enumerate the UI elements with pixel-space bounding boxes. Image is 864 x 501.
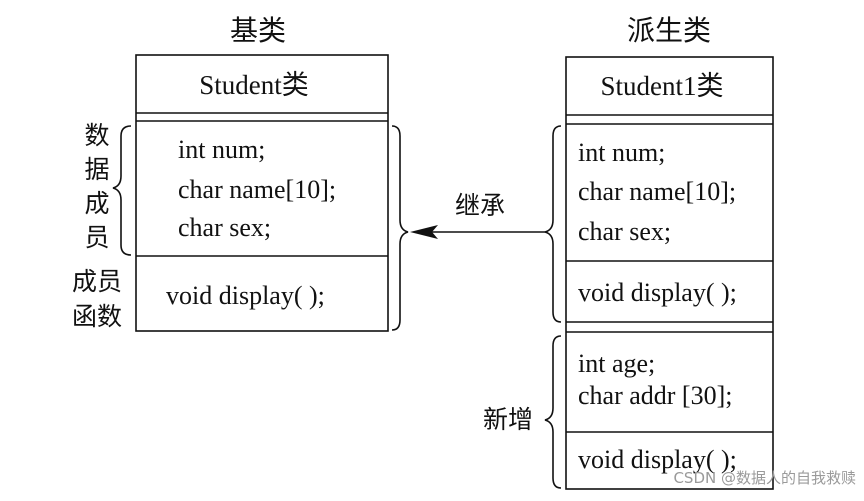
- derived-class-box: [565, 56, 774, 490]
- derived-function-1: void display( );: [578, 278, 737, 307]
- base-class-name: Student类: [199, 70, 309, 100]
- base-function-1: void display( );: [166, 281, 325, 310]
- data-members-label-char-2: 据: [84, 155, 109, 184]
- derived-added-member-1: int age;: [578, 349, 655, 378]
- data-members-label-char-1: 数: [84, 121, 109, 150]
- added-brace: [544, 335, 562, 489]
- derived-member-2: char name[10];: [578, 177, 736, 206]
- derived-added-function-1: void display( );: [578, 445, 737, 474]
- derived-heading: 派生类: [627, 14, 711, 47]
- added-label: 新增: [483, 405, 533, 434]
- inherited-brace: [544, 125, 562, 323]
- data-members-label-char-3: 成: [84, 189, 109, 218]
- member-functions-label-line-1: 成员: [72, 267, 122, 296]
- derived-class-name: Student1类: [600, 71, 723, 101]
- data-members-brace: [112, 125, 132, 256]
- base-class-brace: [391, 125, 409, 331]
- derived-added-member-2: char addr [30];: [578, 381, 732, 410]
- data-members-label-char-4: 员: [84, 223, 109, 252]
- base-member-1: int num;: [178, 135, 265, 164]
- base-member-3: char sex;: [178, 213, 271, 242]
- base-class-box: [135, 54, 389, 332]
- inherit-label: 继承: [455, 191, 505, 220]
- watermark: CSDN @数据人的自我救赎: [673, 469, 856, 487]
- inherit-arrow-head: [410, 225, 438, 239]
- derived-member-3: char sex;: [578, 217, 671, 246]
- member-functions-label-line-2: 函数: [72, 302, 122, 331]
- derived-member-1: int num;: [578, 138, 665, 167]
- base-heading: 基类: [230, 14, 286, 47]
- base-member-2: char name[10];: [178, 175, 336, 204]
